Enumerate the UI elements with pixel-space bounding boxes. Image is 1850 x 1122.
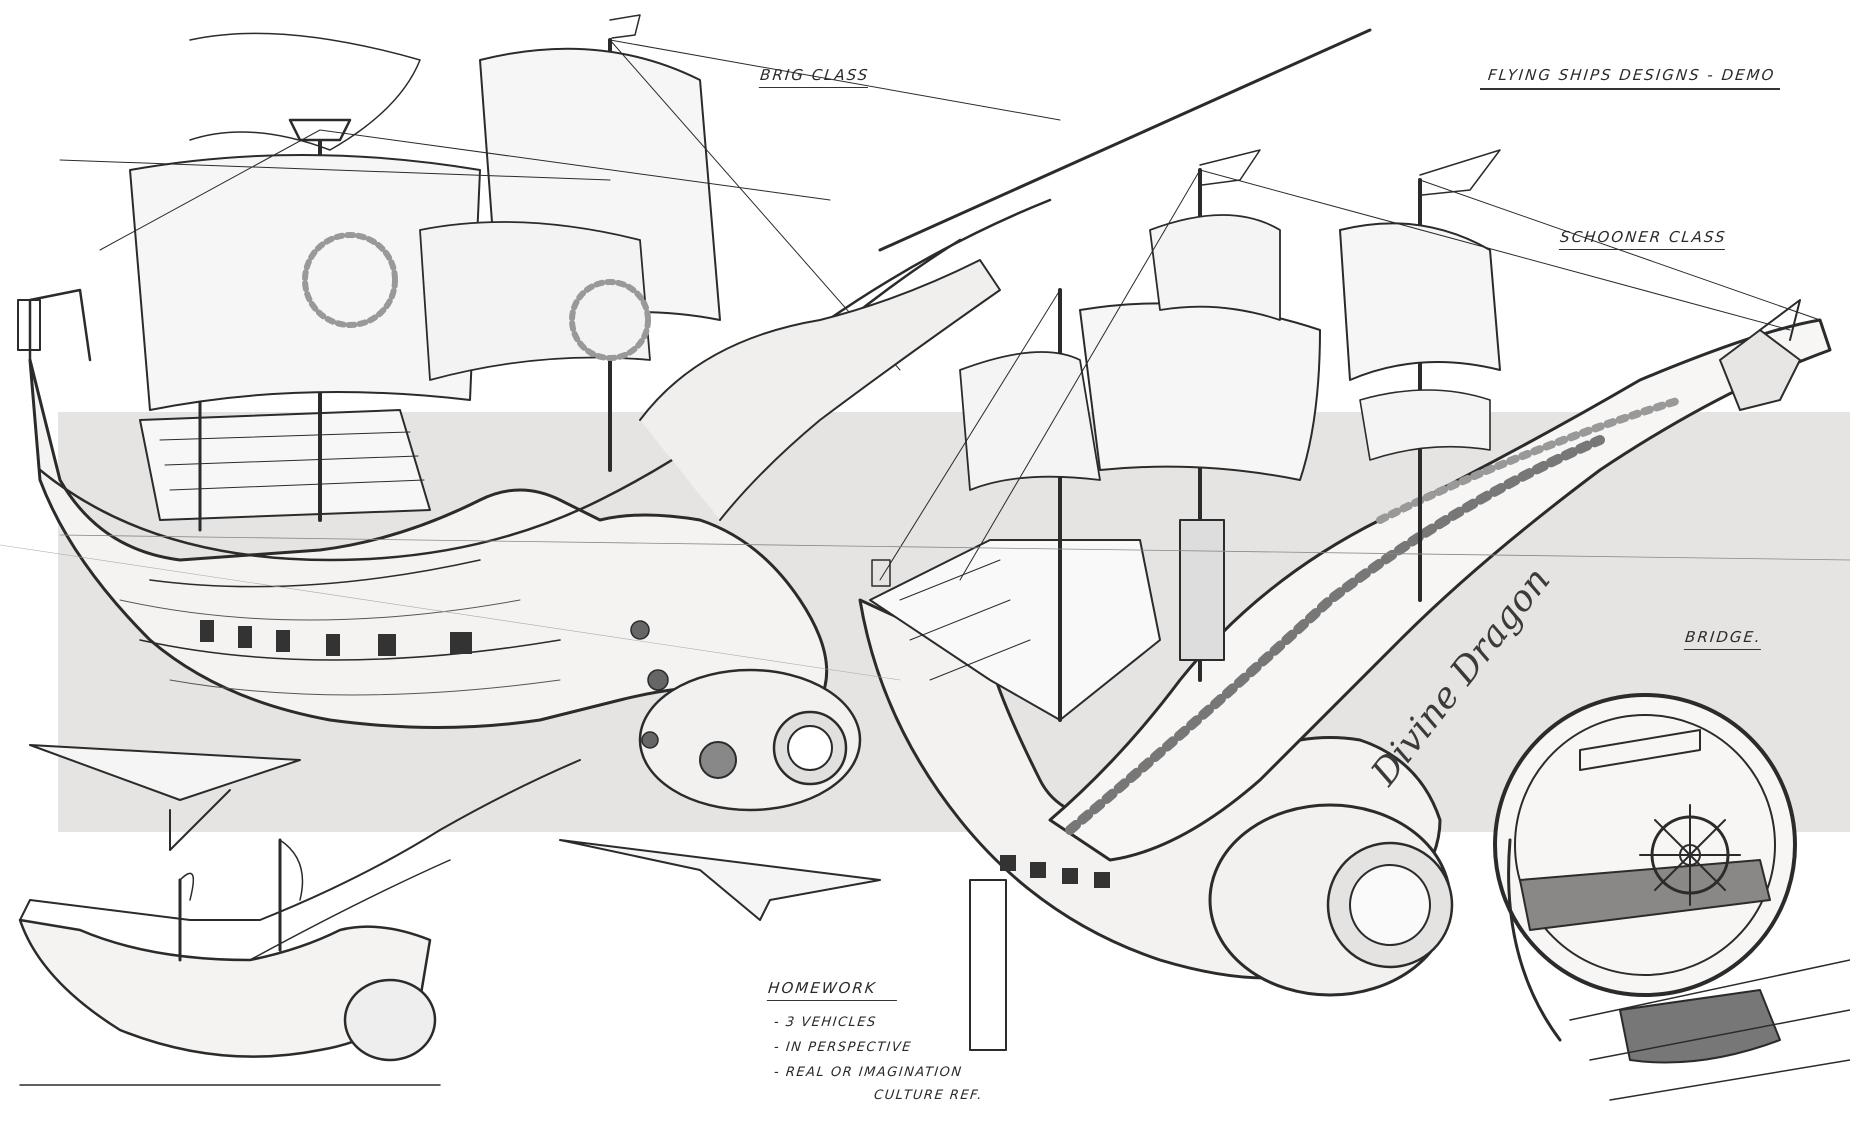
schooner-class-label: SCHOONER CLASS (1558, 228, 1728, 250)
homework-culture-note: CULTURE REF. (873, 1088, 984, 1103)
sheet-title: FLYING SHIPS DESIGNS - DEMO (1487, 66, 1777, 84)
brig-class-label: BRIG CLASS (758, 66, 871, 88)
homework-notes: HOMEWORK - 3 VEHICLES - IN PERSPECTIVE -… (766, 978, 984, 1103)
homework-item: - REAL OR IMAGINATION (773, 1065, 964, 1080)
bridge-label: BRIDGE. (1683, 628, 1763, 650)
sheet-title-underline (1480, 88, 1780, 90)
homework-heading: HOMEWORK (766, 979, 900, 1001)
brig-ship-sketch (17, 14, 1372, 921)
schooner-ship-sketch (858, 149, 1832, 1051)
homework-item: - 3 VEHICLES (773, 1015, 878, 1030)
homework-item: - IN PERSPECTIVE (773, 1040, 913, 1055)
small-ship-sketch (18, 759, 581, 1086)
bridge-sketch (1493, 693, 1850, 1101)
